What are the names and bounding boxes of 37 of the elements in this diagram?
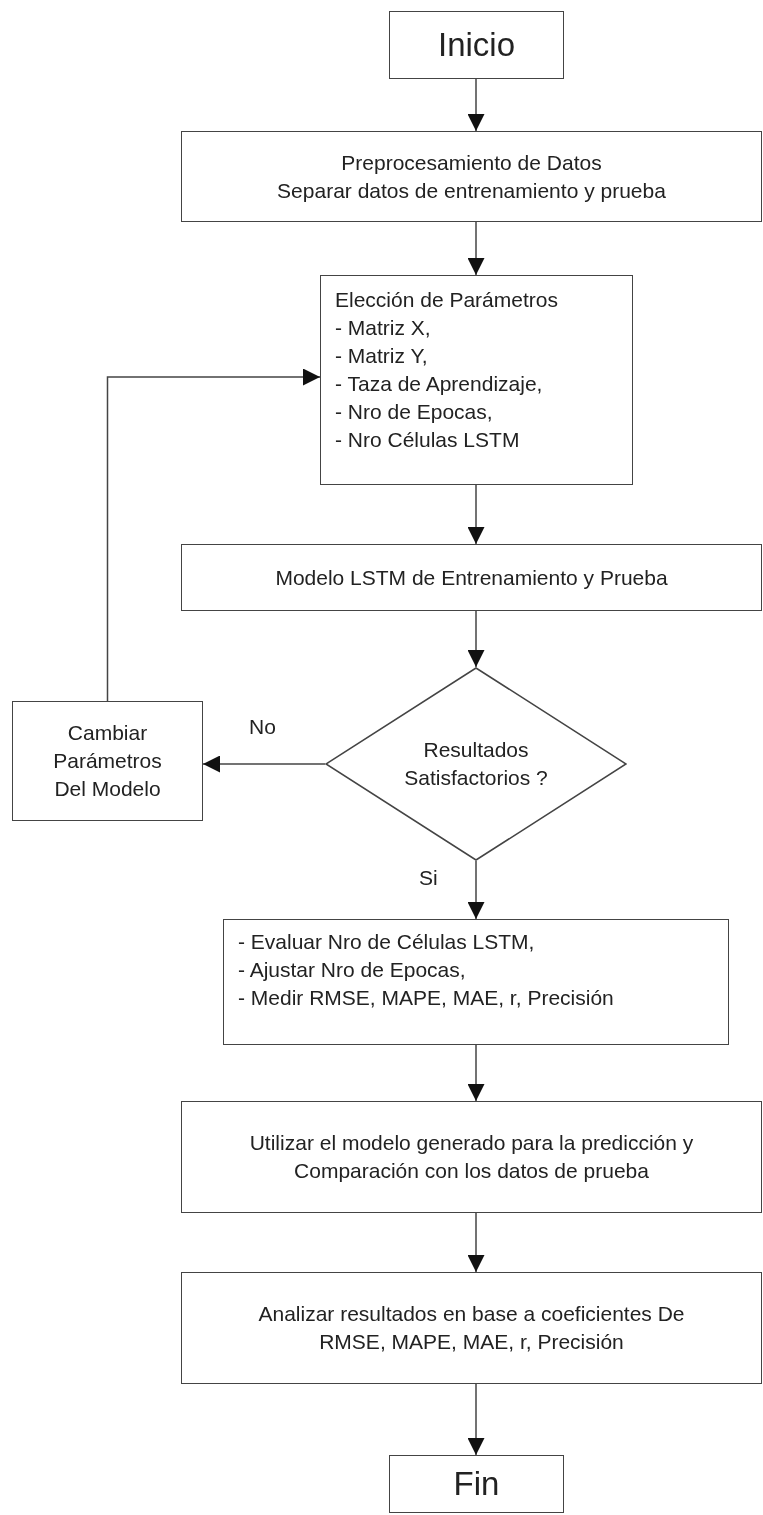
node-text: Analizar resultados en base a coeficientes De RMSE, MAPE, MAE, r, Precisión: [257, 1301, 686, 1355]
process-box: [320, 275, 633, 485]
process-box: [181, 1272, 762, 1384]
node-text: Fin: [453, 1470, 500, 1498]
arrow: [467, 484, 485, 545]
list-item: - Medir RMSE, MAPE, MAE, r, Precisión: [238, 985, 614, 1011]
list-item: - Matriz Y,: [335, 343, 428, 369]
arrow: [467, 1383, 485, 1456]
arrow: [106, 368, 321, 702]
list-item: - Taza de Aprendizaje,: [335, 371, 543, 397]
list-item: - Evaluar Nro de Células LSTM,: [238, 929, 535, 955]
arrow: [467, 78, 485, 132]
process-box: [223, 919, 729, 1045]
process-box: [12, 701, 203, 821]
heading-text: Preprocesamiento de Datos: [341, 149, 602, 176]
process-box: [181, 131, 762, 222]
arrow: [202, 755, 326, 773]
list-item: - Nro de Epocas,: [335, 399, 493, 425]
list-item: - Ajustar Nro de Epocas,: [238, 957, 466, 983]
list-item: - Matriz X,: [335, 315, 431, 341]
node-text: Separar datos de entrenamiento y prueba: [277, 177, 666, 204]
arrow: [467, 1212, 485, 1273]
arrow: [467, 610, 485, 668]
node-text: Resultados Satisfactorios ?: [403, 737, 549, 791]
node-text: Modelo LSTM de Entrenamiento y Prueba: [275, 564, 668, 591]
process-box: [181, 1101, 762, 1213]
terminal-box: [389, 11, 564, 79]
arrow: [467, 221, 485, 276]
node-text: Utilizar el modelo generado para la predicción y Comparación con los datos de prueba: [248, 1130, 695, 1184]
terminal-box: [389, 1455, 564, 1513]
process-box: [181, 544, 762, 611]
node-text: Cambiar Parámetros Del Modelo: [52, 720, 163, 802]
node-text: Elección de Parámetros: [335, 287, 558, 313]
list-item: - Nro Células LSTM: [335, 427, 520, 453]
arrow: [467, 1044, 485, 1102]
node-text: Inicio: [437, 31, 515, 59]
arrow: [467, 860, 485, 920]
